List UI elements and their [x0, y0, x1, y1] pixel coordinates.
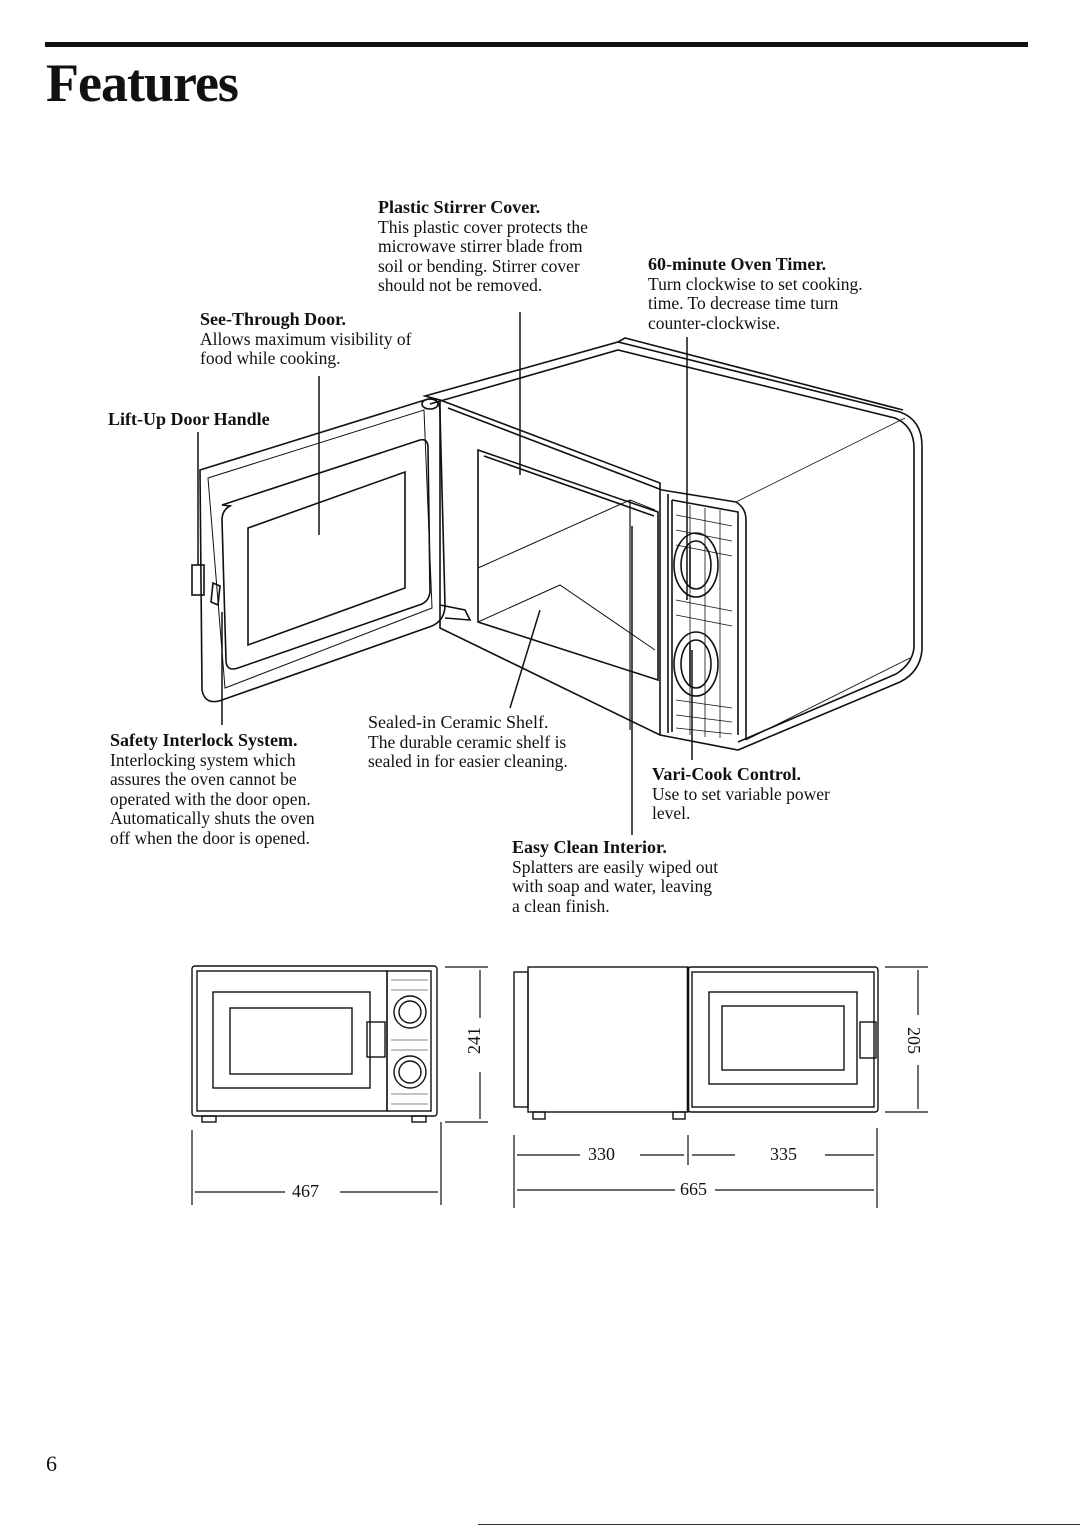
- easy-clean-heading: Easy Clean Interior.: [512, 837, 667, 857]
- easy-clean-line-3: a clean finish.: [512, 895, 610, 916]
- vari-cook-callout: Vari-Cook Control. Use to set variable p…: [652, 764, 830, 824]
- stirrer-cover-callout: Plastic Stirrer Cover. This plastic cove…: [378, 197, 588, 296]
- safety-interlock-line-5: off when the door is opened.: [110, 827, 310, 848]
- safety-interlock-heading: Safety Interlock System.: [110, 730, 298, 750]
- safety-interlock-line-2: assures the oven cannot be: [110, 769, 297, 789]
- see-through-door-line-2: food while cooking.: [200, 348, 341, 368]
- side-height-label: 205: [904, 1027, 924, 1054]
- door-depth-label: 335: [770, 1144, 797, 1164]
- front-height-label: 241: [464, 1027, 484, 1054]
- easy-clean-line-1: Splatters are easily wiped out: [512, 856, 719, 877]
- safety-interlock-callout: Safety Interlock System. Interlocking sy…: [110, 730, 315, 848]
- oven-timer-line-1: Turn clockwise to set cooking.: [648, 273, 863, 294]
- oven-timer-heading: 60-minute Oven Timer.: [648, 254, 827, 274]
- page-number: 6: [46, 1451, 57, 1476]
- stirrer-cover-line-4: should not be removed.: [378, 275, 543, 295]
- oven-timer-callout: 60-minute Oven Timer. Turn clockwise to …: [648, 254, 863, 333]
- stirrer-cover-line-3: soil or bending. Stirrer cover: [378, 255, 580, 276]
- ceramic-shelf-line-1: The durable ceramic shelf is: [368, 731, 567, 752]
- vari-cook-line-1: Use to set variable power: [652, 783, 830, 804]
- see-through-door-line-1: Allows maximum visibility of: [200, 328, 412, 349]
- safety-interlock-line-4: Automatically shuts the oven: [110, 808, 315, 828]
- door-handle-heading: Lift-Up Door Handle: [108, 409, 270, 429]
- oven-timer-line-3: counter-clockwise.: [648, 312, 781, 333]
- stirrer-cover-heading: Plastic Stirrer Cover.: [378, 197, 541, 217]
- door-handle-callout: Lift-Up Door Handle: [108, 409, 270, 430]
- easy-clean-callout: Easy Clean Interior. Splatters are easil…: [512, 837, 719, 916]
- stirrer-cover-line-2: microwave stirrer blade from: [378, 236, 583, 256]
- stirrer-cover-line-1: This plastic cover protects the: [378, 216, 588, 237]
- bottom-rule: [478, 1524, 1080, 1525]
- body-depth-label: 330: [588, 1144, 615, 1164]
- ceramic-shelf-line-2: sealed in for easier cleaning.: [368, 751, 568, 771]
- see-through-door-heading: See-Through Door.: [200, 309, 347, 329]
- ceramic-shelf-heading: Sealed-in Ceramic Shelf.: [368, 712, 549, 732]
- easy-clean-line-2: with soap and water, leaving: [512, 876, 713, 896]
- vari-cook-heading: Vari-Cook Control.: [652, 764, 802, 784]
- safety-interlock-line-3: operated with the door open.: [110, 788, 311, 809]
- see-through-door-callout: See-Through Door. Allows maximum visibil…: [200, 309, 412, 369]
- front-width-label: 467: [292, 1181, 319, 1201]
- vari-cook-line-2: level.: [652, 803, 691, 823]
- page-title: Features: [46, 53, 239, 113]
- total-depth-label: 665: [680, 1179, 707, 1199]
- oven-timer-line-2: time. To decrease time turn: [648, 293, 839, 313]
- safety-interlock-line-1: Interlocking system which: [110, 749, 296, 770]
- top-rule: [45, 42, 1028, 47]
- ceramic-shelf-callout: Sealed-in Ceramic Shelf. The durable cer…: [368, 712, 568, 772]
